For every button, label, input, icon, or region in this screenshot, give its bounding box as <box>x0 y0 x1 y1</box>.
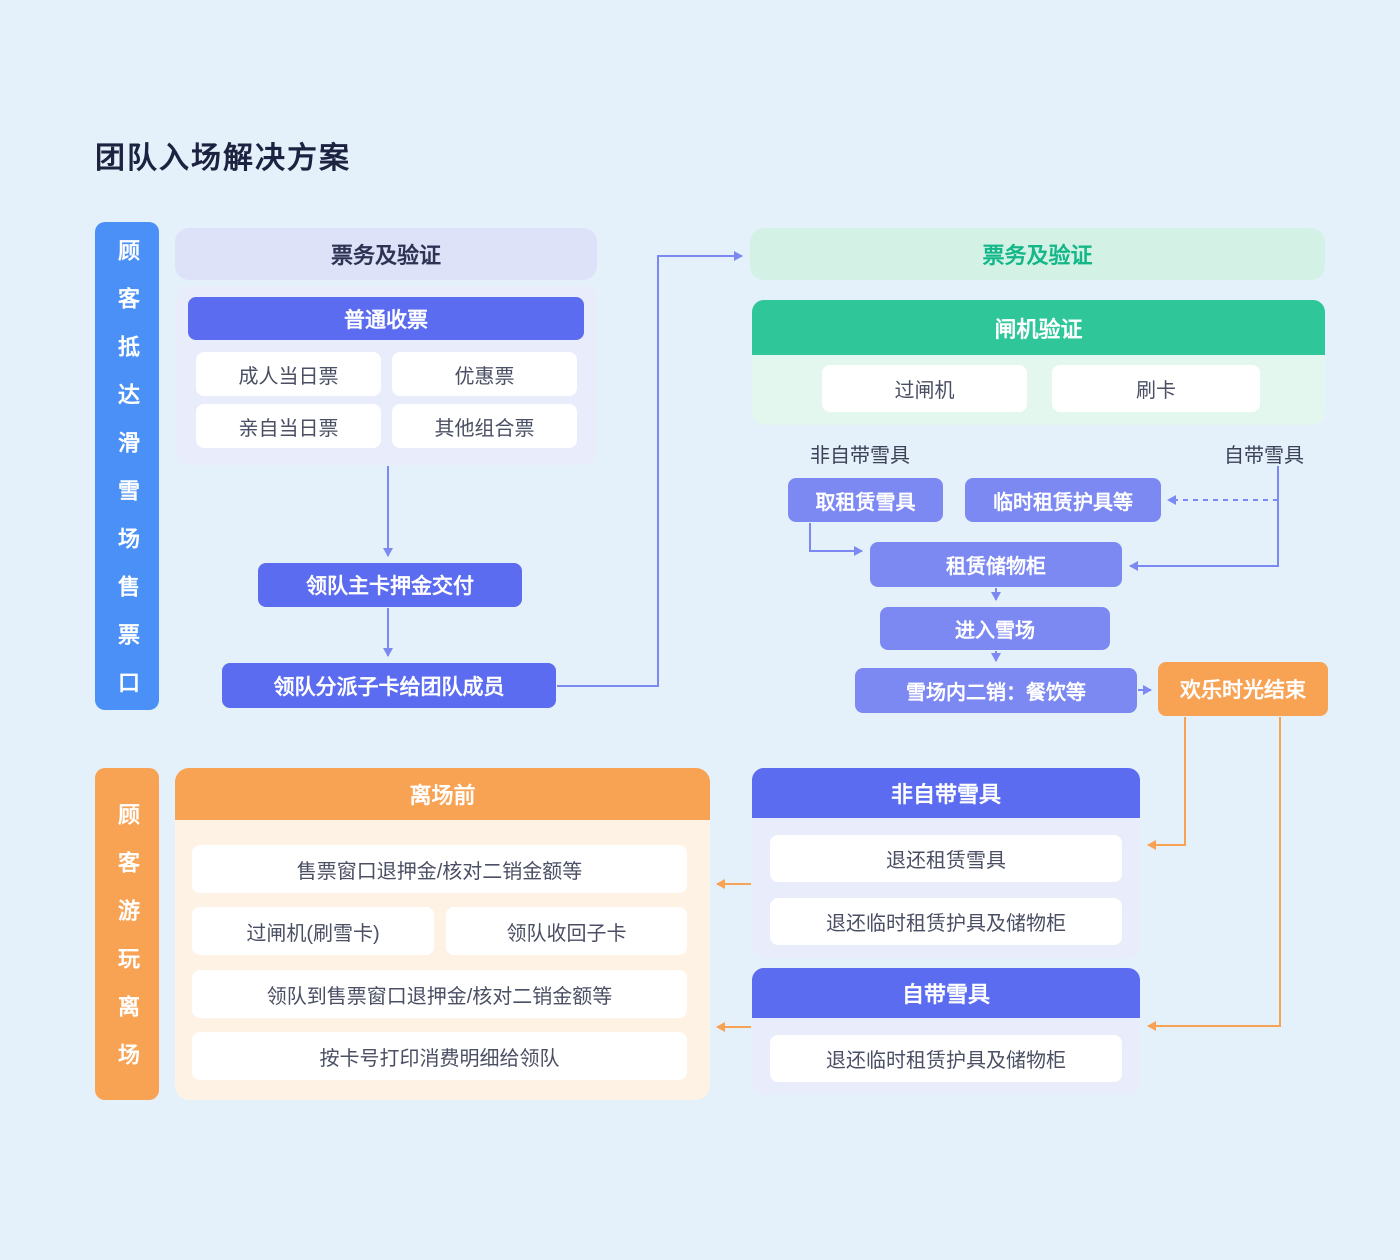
gate-cell-pass: 过闸机 <box>822 365 1027 412</box>
connector-distribute-to-ticketing-right <box>557 251 743 687</box>
gate-panel: 闸机验证 过闸机 刷卡 <box>752 300 1325 425</box>
leave-cell-leader-refund: 领队到售票窗口退押金/核对二销金额等 <box>192 970 687 1018</box>
sidebar-arrival: 顾客抵达滑雪场售票口 <box>95 222 159 719</box>
sidebar-leave-label: 顾客游玩离场 <box>115 803 140 1091</box>
second-sale-node: 雪场内二销：餐饮等 <box>855 668 1137 713</box>
leave-panel: 离场前 售票窗口退押金/核对二销金额等 过闸机(刷雪卡) 领队收回子卡 领队到售… <box>175 768 710 1100</box>
non-own-cell-return-locker: 退还临时租赁护具及储物柜 <box>770 898 1122 945</box>
page-title: 团队入场解决方案 <box>95 142 351 175</box>
distribute-node: 领队分派子卡给团队成员 <box>222 663 556 708</box>
leave-cell-refund: 售票窗口退押金/核对二销金额等 <box>192 845 687 893</box>
leave-panel-header: 离场前 <box>175 768 710 820</box>
deposit-node: 领队主卡押金交付 <box>258 563 522 607</box>
leave-cell-collect-cards: 领队收回子卡 <box>446 907 687 955</box>
rent-gear-node: 取租赁雪具 <box>788 478 943 522</box>
connector-rentgear-to-locker <box>809 523 863 556</box>
temp-rent-node: 临时租赁护具等 <box>965 478 1161 522</box>
sidebar-leave: 顾客游玩离场 <box>95 768 159 1100</box>
enter-resort-node: 进入雪场 <box>880 607 1110 650</box>
own-cell-return-locker: 退还临时租赁护具及储物柜 <box>770 1035 1122 1082</box>
locker-node: 租赁储物柜 <box>870 542 1122 587</box>
non-own-gear-panel: 非自带雪具 退还租赁雪具 退还临时租赁护具及储物柜 <box>752 768 1140 958</box>
label-own-gear: 自带雪具 <box>1224 444 1304 467</box>
ticket-cell-discount: 优惠票 <box>392 352 577 396</box>
ticketing-left-panel: 普通收票 成人当日票 优惠票 亲自当日票 其他组合票 <box>175 286 597 465</box>
connector-end-to-noown-panel <box>1147 717 1186 850</box>
gate-header: 闸机验证 <box>752 300 1325 355</box>
ticket-cell-family: 亲自当日票 <box>196 404 381 448</box>
ticketing-right-header: 票务及验证 <box>750 228 1325 280</box>
normal-ticketing-bar: 普通收票 <box>188 297 584 340</box>
ticket-cell-adult: 成人当日票 <box>196 352 381 396</box>
leave-cell-print-detail: 按卡号打印消费明细给领队 <box>192 1032 687 1080</box>
sidebar-arrival-label: 顾客抵达滑雪场售票口 <box>115 239 140 719</box>
own-gear-header: 自带雪具 <box>752 968 1140 1018</box>
ticket-cell-combo: 其他组合票 <box>392 404 577 448</box>
label-non-own-gear: 非自带雪具 <box>810 444 910 467</box>
non-own-cell-return-gear: 退还租赁雪具 <box>770 835 1122 882</box>
own-gear-panel: 自带雪具 退还临时租赁护具及储物柜 <box>752 968 1140 1095</box>
non-own-gear-header: 非自带雪具 <box>752 768 1140 818</box>
gate-cell-swipe: 刷卡 <box>1052 365 1260 412</box>
leave-cell-gate: 过闸机(刷雪卡) <box>192 907 434 955</box>
ticketing-left-header: 票务及验证 <box>175 228 597 280</box>
end-of-fun-node: 欢乐时光结束 <box>1158 662 1328 716</box>
connector-end-to-own-panel <box>1147 717 1281 1031</box>
